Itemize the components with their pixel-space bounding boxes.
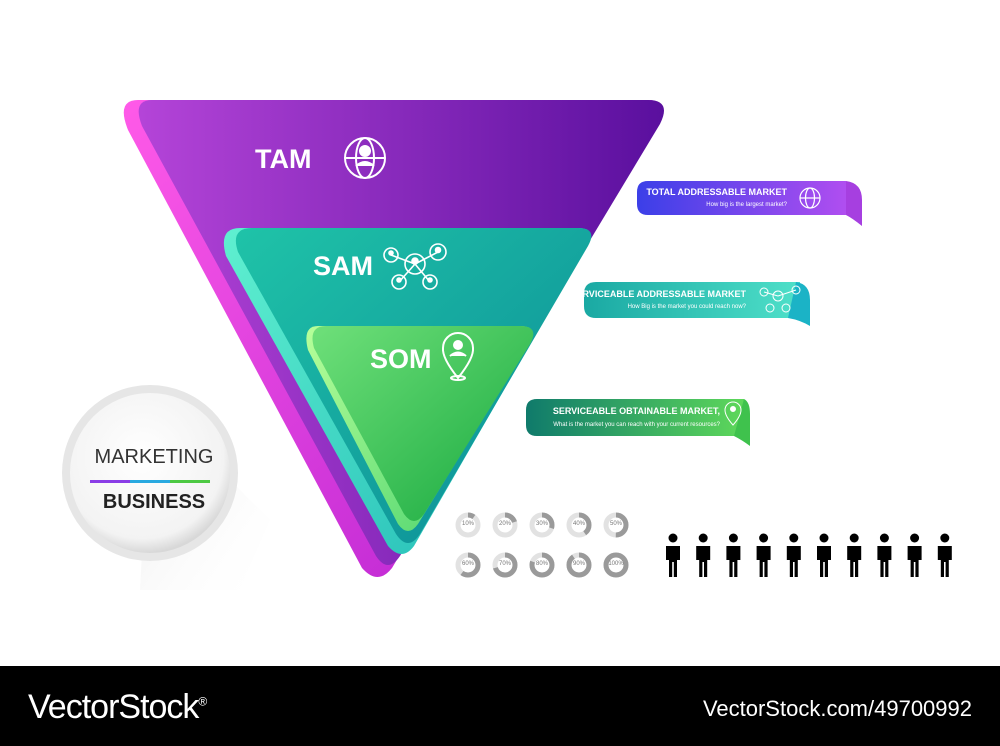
donut-fill	[603, 512, 629, 538]
marketing-badge	[62, 385, 270, 590]
percentage-label: 80%	[535, 561, 548, 567]
person-icon	[937, 533, 952, 577]
percentage-label: 60%	[461, 561, 474, 567]
people-row	[666, 533, 952, 577]
percentage-label: 50%	[609, 521, 622, 527]
donut-fill	[492, 552, 518, 578]
badge-line-blue	[130, 480, 170, 483]
som-layer	[306, 326, 534, 531]
donut-fill	[529, 552, 555, 578]
network-users-icon	[383, 243, 447, 290]
banner-sam-subtitle: How Big is the market you could reach no…	[627, 304, 746, 310]
percentage-label: 70%	[498, 561, 511, 567]
donut-fill	[566, 512, 592, 538]
person-icon	[756, 533, 771, 577]
person-icon	[666, 533, 680, 577]
banner-tam	[637, 181, 862, 226]
som-label: SOM	[370, 344, 432, 374]
donut-fill	[603, 552, 629, 578]
person-icon	[817, 533, 831, 577]
donut-fill	[455, 552, 481, 578]
globe-user-icon	[344, 137, 386, 179]
banner-tam-subtitle: How big is the largest market?	[706, 202, 787, 208]
donut-fill	[455, 512, 481, 538]
percentage-label: 90%	[572, 561, 585, 567]
percentage-label: 100%	[608, 561, 624, 567]
banner-som-title: SERVICEABLE OBTAINABLE MARKET,	[552, 406, 720, 416]
banner-som	[526, 399, 750, 446]
tam-label: TAM	[255, 144, 312, 174]
donut-fill	[492, 512, 518, 538]
person-icon	[877, 533, 892, 577]
percentage-label: 40%	[572, 521, 585, 527]
badge-line-green	[170, 480, 210, 483]
footer-brand: VectorStock®	[28, 688, 207, 727]
percentage-label: 10%	[461, 521, 474, 527]
footer-bar: VectorStock® VectorStock.com/49700992	[0, 666, 1000, 746]
sam-label: SAM	[313, 251, 373, 281]
banner-sam	[584, 282, 810, 326]
banner-som-icon	[724, 401, 742, 426]
banner-sam-title: SERVICEABLE ADDRESSABLE MARKET	[570, 289, 746, 299]
banner-tam-title: TOTAL ADDRESSABLE MARKET	[646, 187, 787, 197]
person-icon	[696, 533, 711, 577]
badge-business-text: BUSINESS	[102, 491, 206, 513]
donut-fill	[529, 512, 555, 538]
banner-som-subtitle: What is the market you can reach with yo…	[553, 422, 720, 428]
location-user-icon	[441, 332, 475, 381]
person-icon	[726, 533, 741, 577]
badge-line-purple	[90, 480, 130, 483]
percentage-label: 20%	[498, 521, 511, 527]
badge-marketing-text: MARKETING	[94, 446, 214, 468]
banner-tam-icon	[799, 187, 821, 209]
percentage-label: 30%	[535, 521, 548, 527]
donut-fill	[566, 552, 592, 578]
banner-sam-icon	[759, 285, 801, 313]
person-icon	[786, 533, 801, 577]
footer-url: VectorStock.com/49700992	[702, 696, 972, 721]
person-icon	[907, 533, 922, 577]
footer-registered-mark: ®	[198, 694, 207, 709]
footer-brand-text: VectorStock	[28, 688, 199, 726]
percentage-donuts	[455, 512, 629, 578]
person-icon	[847, 533, 862, 577]
